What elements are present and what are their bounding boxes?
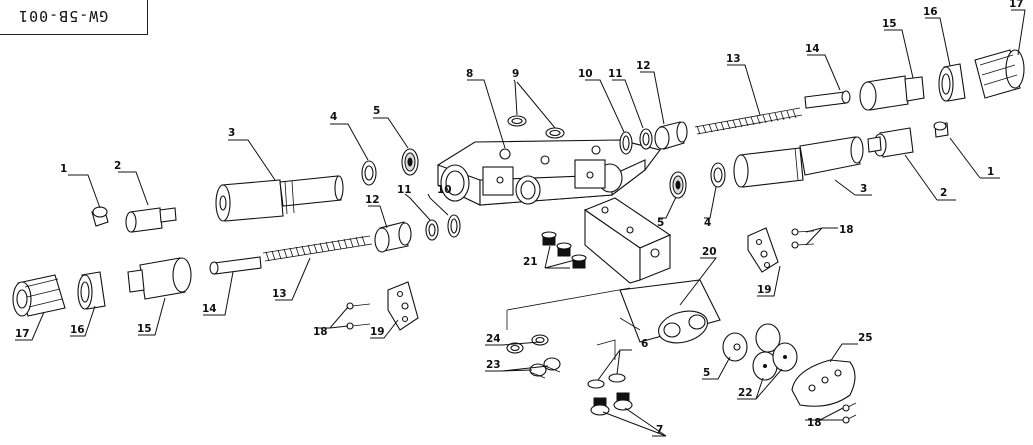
part-13-spring-top	[694, 107, 803, 135]
part-4-washer-right	[710, 162, 726, 188]
callout-8: 8	[466, 68, 473, 80]
part-17-knob-top	[974, 49, 1025, 99]
callout-1: 1	[987, 166, 994, 178]
callout-20: 20	[702, 246, 717, 258]
part-2-pin-right	[867, 127, 914, 158]
part-10-ring-top	[619, 131, 633, 155]
callout-25: 25	[858, 332, 873, 344]
callout-22: 22	[738, 387, 753, 399]
part-16-nut-top	[938, 63, 966, 102]
callout-2: 2	[114, 160, 121, 172]
title-block: GW-5B-001	[0, 0, 148, 35]
part-17-knob-left	[12, 274, 66, 317]
callout-24: 24	[486, 333, 501, 345]
callout-7: 7	[656, 424, 663, 436]
callout-15: 15	[882, 18, 897, 30]
callout-19: 19	[757, 284, 772, 296]
callout-12: 12	[636, 60, 651, 72]
part-6-washers	[587, 373, 626, 389]
part-24-washers	[506, 334, 549, 354]
part-2-pin-left	[125, 207, 177, 233]
part-4-washer-left	[361, 160, 377, 186]
assembly-guide-lines	[506, 287, 641, 360]
part-12-bushing-top	[654, 121, 688, 150]
callout-19: 19	[370, 326, 385, 338]
callout-18: 18	[839, 224, 854, 236]
part-21-screws	[541, 231, 587, 269]
callout-18: 18	[807, 417, 822, 429]
part-19-plate-right	[747, 227, 779, 273]
callout-11: 11	[608, 68, 623, 80]
part-11-ring-top	[639, 128, 653, 150]
part-22-caps	[752, 323, 798, 381]
leader-lines	[15, 9, 1026, 437]
part-23-bolts	[529, 357, 561, 379]
part-5-bearing-right	[669, 171, 687, 199]
callout-16: 16	[70, 324, 85, 336]
callout-10: 10	[578, 68, 593, 80]
part-18-screws-left	[346, 302, 371, 330]
part-12-bushing-left	[374, 221, 412, 253]
callout-6: 6	[641, 338, 648, 350]
callout-17: 17	[1009, 0, 1024, 10]
callout-17: 17	[15, 328, 30, 340]
part-25-cover-plate	[791, 359, 856, 407]
part-5-cap-bottom	[722, 332, 748, 362]
callout-3: 3	[860, 183, 867, 195]
part-14-pin-left	[209, 256, 262, 275]
part-9-washers	[507, 115, 565, 139]
part-20-sub-block	[583, 197, 721, 344]
part-7-plugs	[590, 392, 633, 416]
part-3-rod-right	[733, 136, 864, 188]
callout-21: 21	[523, 256, 538, 268]
part-3-rod-left	[215, 175, 344, 222]
callout-23: 23	[486, 359, 501, 371]
callout-14: 14	[202, 303, 217, 315]
part-13-spring-left	[262, 235, 373, 262]
callout-1: 1	[60, 163, 67, 175]
part-14-pin-top	[804, 90, 851, 109]
callout-18: 18	[313, 326, 328, 338]
callout-4: 4	[330, 111, 337, 123]
callout-3: 3	[228, 127, 235, 139]
callout-5: 5	[373, 105, 380, 117]
main-body-part	[437, 139, 661, 206]
callout-15: 15	[137, 323, 152, 335]
callout-labels: 1 2 3 4 5 8 9 10 11 12 13 14 15 16 17 1 …	[15, 0, 1024, 436]
callout-12: 12	[365, 194, 380, 206]
callout-16: 16	[923, 6, 938, 18]
callout-9: 9	[512, 68, 519, 80]
callout-5: 5	[703, 367, 710, 379]
part-5-bearing-left	[401, 148, 419, 176]
part-11-ring-left	[425, 219, 439, 241]
callout-2: 2	[940, 187, 947, 199]
callout-13: 13	[726, 53, 741, 65]
part-10-ring-left	[447, 214, 461, 238]
part-15-adapter-top	[859, 75, 925, 111]
callout-10: 10	[437, 184, 452, 196]
callout-4: 4	[704, 217, 711, 229]
part-18-screws-right	[791, 228, 815, 249]
part-16-nut-left	[77, 271, 106, 310]
part-1-cap-right	[933, 121, 949, 138]
callout-5: 5	[657, 217, 664, 229]
part-15-adapter-left	[127, 257, 192, 300]
part-18-screws-bottom	[842, 402, 857, 424]
callout-11: 11	[397, 184, 412, 196]
part-19-plate-left	[387, 281, 419, 331]
part-1-cap-left	[91, 206, 109, 227]
callout-13: 13	[272, 288, 287, 300]
callout-14: 14	[805, 43, 820, 55]
